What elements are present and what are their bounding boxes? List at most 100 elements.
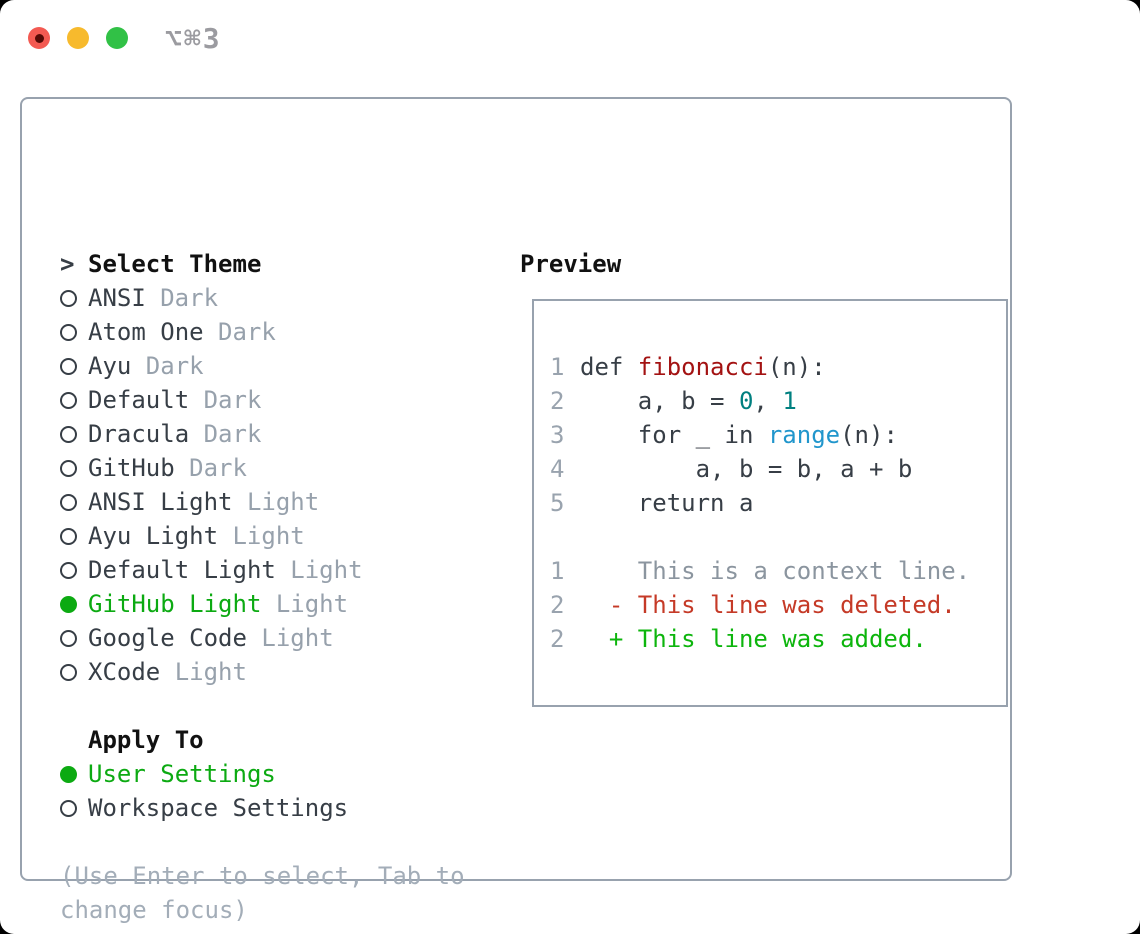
radio-icon bbox=[60, 459, 88, 477]
radio-selected-icon bbox=[60, 765, 88, 783]
code-segment-plain: return a bbox=[580, 489, 754, 517]
code-line: 1 def fibonacci(n): bbox=[550, 350, 1006, 384]
radio-icon bbox=[60, 663, 88, 681]
code-segment-deleted: - This line was deleted. bbox=[580, 591, 956, 619]
diff-line: 2 - This line was deleted. bbox=[550, 588, 1006, 622]
option-label: ANSI bbox=[88, 284, 146, 312]
theme-option-ansi-light-light[interactable]: ANSI Light Light bbox=[60, 485, 465, 519]
code-segment-plain: (n): bbox=[767, 353, 826, 381]
code-segment-builtin: range bbox=[767, 421, 841, 449]
hint-line-2: change focus) bbox=[60, 896, 248, 924]
option-label: ANSI Light bbox=[88, 488, 233, 516]
radio-icon bbox=[60, 629, 88, 647]
option-label: Atom One bbox=[88, 318, 204, 346]
option-label: User Settings bbox=[88, 760, 276, 788]
line-number: 3 bbox=[550, 421, 565, 449]
code-segment-plain: for _ in bbox=[580, 421, 768, 449]
theme-option-ayu-light-light[interactable]: Ayu Light Light bbox=[60, 519, 465, 553]
theme-option-default-light-light[interactable]: Default Light Light bbox=[60, 553, 465, 587]
theme-option-dracula-dark[interactable]: Dracula Dark bbox=[60, 417, 465, 451]
code-line: 5 return a bbox=[550, 486, 1006, 520]
option-variant-label: Dark bbox=[218, 318, 276, 346]
minimize-button[interactable] bbox=[67, 27, 89, 49]
apply-to-header: Apply To bbox=[60, 723, 465, 757]
option-variant-label: Light bbox=[246, 488, 320, 516]
radio-selected-icon bbox=[60, 595, 88, 613]
code-segment-plain: , bbox=[753, 387, 783, 415]
line-number: 5 bbox=[550, 489, 565, 517]
prompt-caret-icon: > bbox=[60, 250, 75, 278]
option-variant-label: Light bbox=[174, 658, 247, 686]
window-title-shortcut: ⌥⌘3 bbox=[165, 22, 222, 55]
code-segment-num: 0 bbox=[738, 387, 754, 415]
spacer bbox=[60, 825, 465, 859]
option-variant-label: Dark bbox=[145, 352, 204, 380]
theme-option-google-code-light[interactable]: Google Code Light bbox=[60, 621, 465, 655]
line-number: 1 bbox=[550, 353, 565, 381]
option-label: Default bbox=[88, 386, 190, 414]
apply-option-workspace-settings[interactable]: Workspace Settings bbox=[60, 791, 465, 825]
code-line: 3 for _ in range(n): bbox=[550, 418, 1006, 452]
radio-icon bbox=[60, 289, 88, 307]
option-variant-label: Dark bbox=[189, 454, 247, 482]
line-number: 2 bbox=[550, 387, 565, 415]
code-line: 4 a, b = b, a + b bbox=[550, 452, 1006, 486]
code-segment-plain: a, b = bbox=[580, 387, 739, 415]
blank-line bbox=[550, 520, 1006, 554]
radio-icon bbox=[60, 425, 88, 443]
line-number: 4 bbox=[550, 455, 565, 483]
code-segment-func: fibonacci bbox=[637, 353, 768, 381]
option-variant-label: Light bbox=[261, 624, 334, 652]
option-variant-label: Dark bbox=[203, 386, 262, 414]
code-segment-plain: (n): bbox=[840, 421, 898, 449]
radio-icon bbox=[60, 561, 88, 579]
theme-option-atom-one-dark[interactable]: Atom One Dark bbox=[60, 315, 465, 349]
option-variant-label: Light bbox=[290, 556, 363, 584]
theme-option-ayu-dark[interactable]: Ayu Dark bbox=[60, 349, 465, 383]
code-line: 2 a, b = 0, 1 bbox=[550, 384, 1006, 418]
radio-icon bbox=[60, 799, 88, 817]
code-segment-plain: a, b = b, a + b bbox=[580, 455, 913, 483]
apply-to-label: Apply To bbox=[88, 726, 204, 754]
option-variant-label: Dark bbox=[160, 284, 219, 312]
apply-option-user-settings[interactable]: User Settings bbox=[60, 757, 465, 791]
code-segment-num: 1 bbox=[782, 387, 797, 415]
option-label: Ayu Light bbox=[88, 522, 219, 550]
code-segment-added: + This line was added. bbox=[580, 625, 927, 653]
radio-icon bbox=[60, 357, 88, 375]
code-segment-context: This is a context line. bbox=[580, 557, 971, 585]
radio-icon bbox=[60, 493, 88, 511]
line-number: 2 bbox=[550, 625, 565, 653]
preview-heading: Preview bbox=[520, 250, 622, 278]
theme-option-ansi-dark[interactable]: ANSI Dark bbox=[60, 281, 465, 315]
radio-icon bbox=[60, 391, 88, 409]
option-label: Default Light bbox=[88, 556, 276, 584]
option-label: Workspace Settings bbox=[88, 794, 349, 822]
line-number: 1 bbox=[550, 557, 565, 585]
option-variant-label: Light bbox=[232, 522, 305, 550]
diff-line: 1 This is a context line. bbox=[550, 554, 1006, 588]
hint-line-1: (Use Enter to select, Tab to bbox=[60, 862, 465, 890]
close-button[interactable] bbox=[28, 27, 50, 49]
select-theme-header: > Select Theme bbox=[60, 247, 465, 281]
diff-line: 2 + This line was added. bbox=[550, 622, 1006, 656]
option-label: Ayu bbox=[88, 352, 132, 380]
zoom-button[interactable] bbox=[106, 27, 128, 49]
select-theme-label: Select Theme bbox=[88, 250, 262, 278]
code-segment-plain: def bbox=[580, 353, 638, 381]
option-label: Dracula bbox=[88, 420, 190, 448]
radio-icon bbox=[60, 323, 88, 341]
option-variant-label: Dark bbox=[203, 420, 262, 448]
theme-option-default-dark[interactable]: Default Dark bbox=[60, 383, 465, 417]
option-variant-label: Light bbox=[275, 590, 349, 618]
option-label: Google Code bbox=[88, 624, 247, 652]
